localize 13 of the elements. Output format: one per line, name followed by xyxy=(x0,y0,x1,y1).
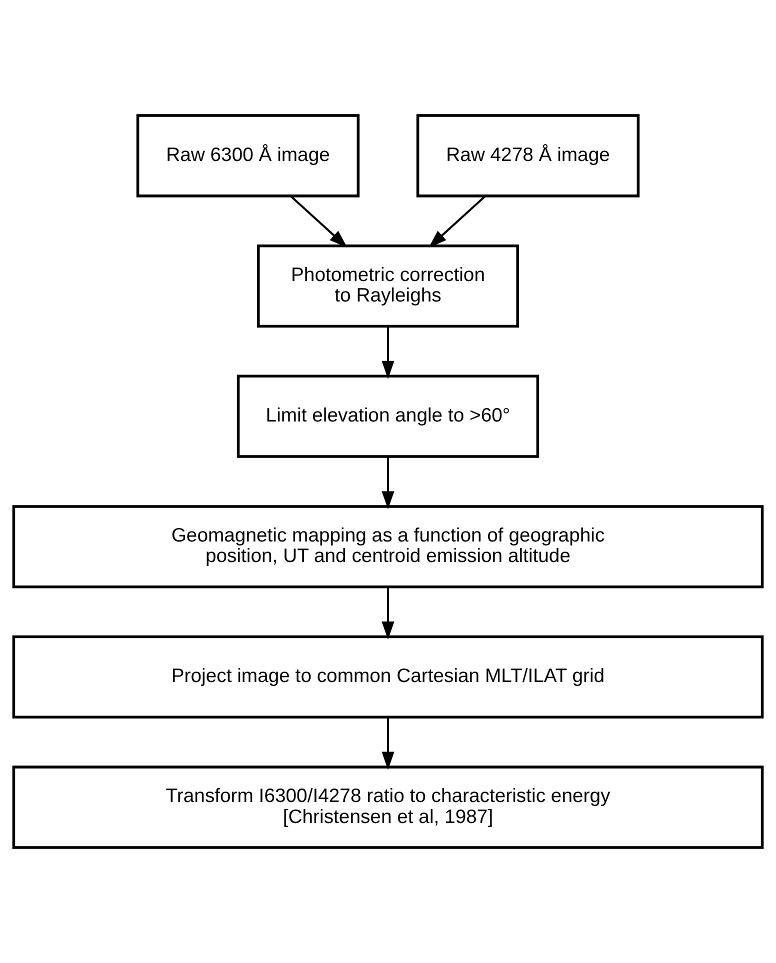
arrow xyxy=(382,326,394,379)
arrow xyxy=(382,456,394,510)
node-box: Raw 6300 Å image xyxy=(136,114,360,198)
arrow xyxy=(290,195,348,248)
node-box: Geomagnetic mapping as a function of geographic position, UT and centroid emission altitude xyxy=(12,505,764,588)
arrow xyxy=(382,587,394,640)
node-box: Project image to common Cartesian MLT/ILAT grid xyxy=(12,635,764,719)
arrow xyxy=(382,717,394,770)
arrow xyxy=(428,195,486,248)
node-box: Limit elevation angle to >60° xyxy=(236,374,540,458)
node-box: Photometric correction to Rayleighs xyxy=(257,244,519,328)
node-box: Transform I6300/I4278 ratio to characteristic energy [Christensen et al, 1987] xyxy=(12,766,764,849)
node-box: Raw 4278 Å image xyxy=(416,114,640,198)
